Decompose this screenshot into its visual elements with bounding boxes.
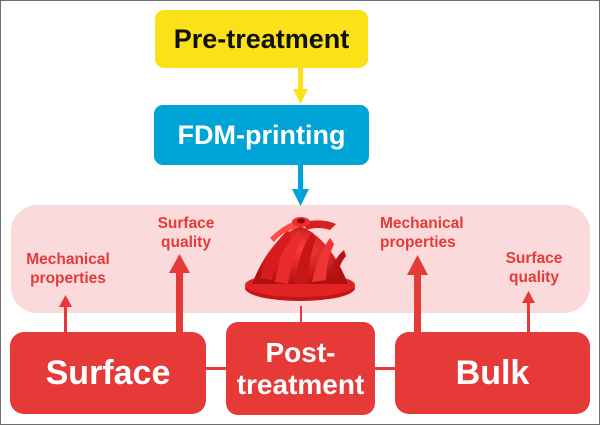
arrow-fdm-to-part (292, 165, 309, 206)
post-treatment-box: Post- treatment (226, 322, 375, 415)
fdm-printing-label: FDM-printing (177, 119, 346, 150)
bulk-quality-line2: quality (509, 269, 559, 286)
pre-treatment-box: Pre-treatment (155, 10, 368, 68)
surface-mechanical-line1: Mechanical (26, 251, 110, 268)
surface-mechanical-line2: properties (30, 270, 106, 287)
arrow-bulk-mechanical (407, 255, 428, 332)
arrow-bulk-quality (522, 291, 535, 332)
bulk-label: Bulk (455, 353, 530, 392)
bulk-box: Bulk (395, 332, 590, 414)
line-post-to-bulk (375, 367, 395, 370)
arrow-surface-quality (169, 254, 190, 332)
surface-mechanical-properties-label: Mechanical properties (18, 250, 118, 288)
bulk-quality-label: Surface quality (494, 249, 574, 287)
pre-treatment-label: Pre-treatment (173, 23, 350, 54)
line-surface-to-post (206, 367, 226, 370)
arrow-surface-mechanical (59, 295, 72, 333)
surface-quality-label: Surface quality (146, 214, 226, 252)
impeller-icon (245, 217, 355, 301)
bulk-mechanical-line1: Mechanical (380, 215, 464, 232)
arrow-pre-to-fdm (293, 68, 308, 104)
fdm-printing-box: FDM-printing (154, 105, 369, 165)
surface-quality-line1: Surface (157, 215, 215, 232)
surface-box: Surface (10, 332, 206, 414)
surface-label: Surface (45, 353, 171, 392)
bulk-quality-line1: Surface (505, 250, 563, 267)
post-treatment-line2: treatment (236, 368, 365, 400)
line-part-to-post (300, 306, 302, 322)
post-treatment-line1: Post- (265, 336, 336, 368)
surface-quality-line2: quality (161, 234, 211, 251)
bulk-mechanical-line2: properties (380, 234, 456, 251)
bulk-mechanical-properties-label: Mechanical properties (380, 214, 480, 252)
